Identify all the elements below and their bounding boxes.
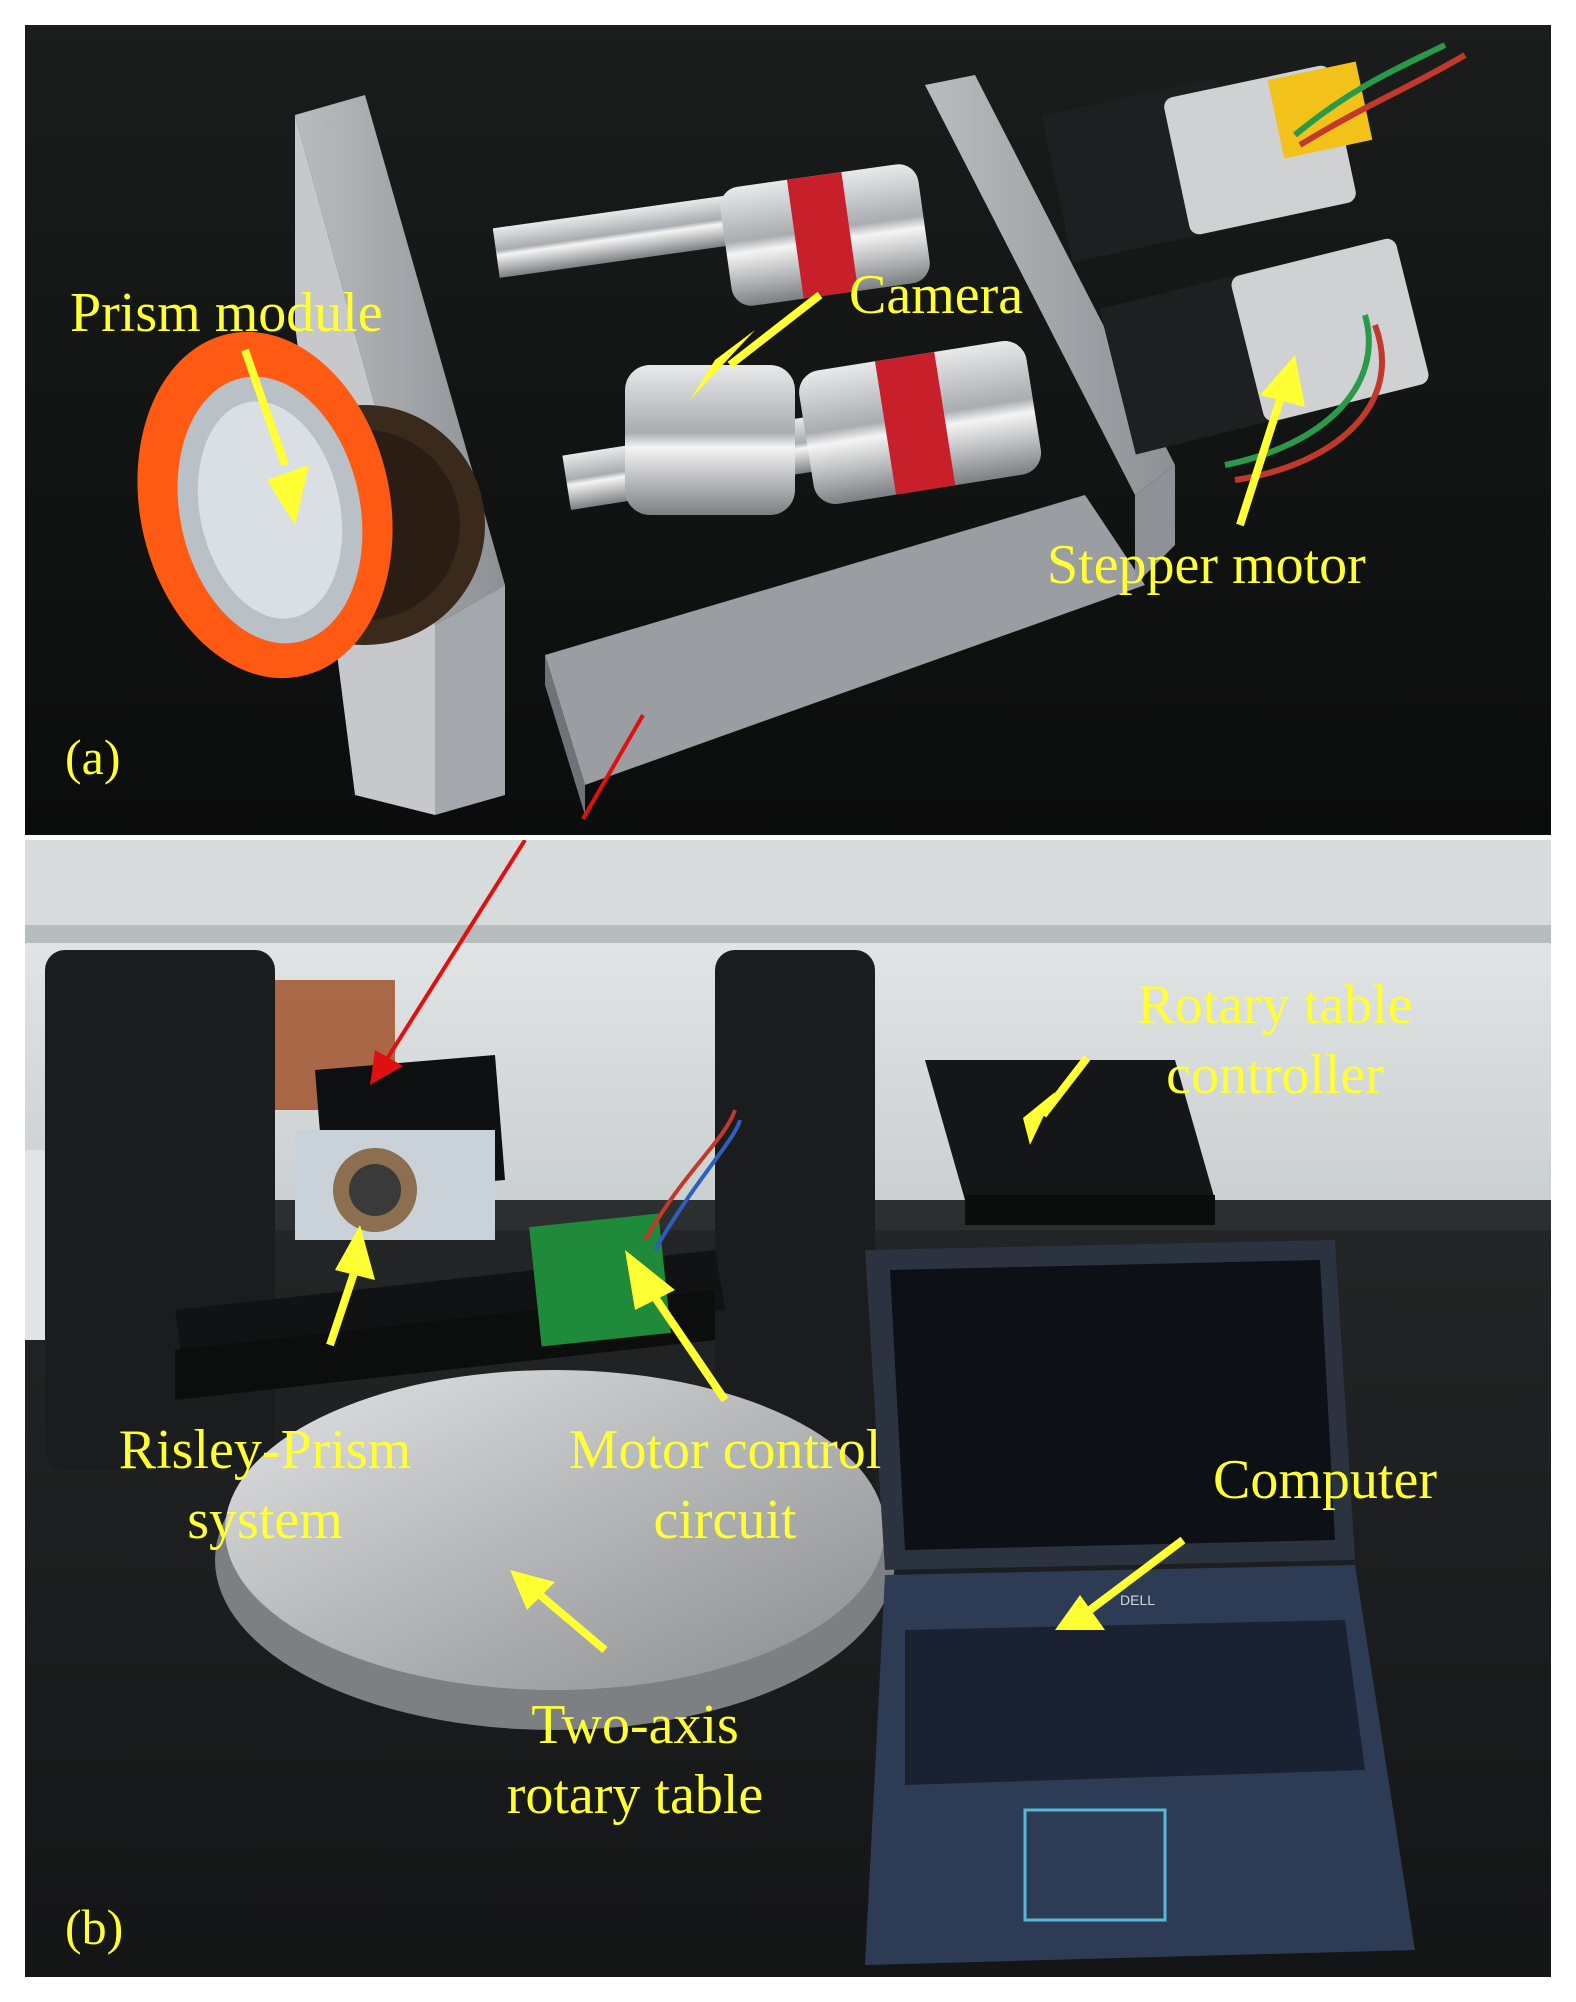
panel-a-photo: Prism module Camera Stepper motor (a) — [25, 25, 1551, 835]
stepper-motor-label: Stepper motor — [1047, 534, 1366, 596]
risley-prism-system-label-line2: system — [187, 1489, 343, 1551]
computer-label: Computer — [1213, 1449, 1437, 1511]
risley-prism-system-label-line1: Risley-Prism — [118, 1419, 412, 1481]
laptop-brand-logo: DELL — [1120, 1592, 1155, 1608]
prism-assembly-photo — [25, 25, 1551, 835]
panel-b-photo: DELL Rotary table controller Risley-Pris… — [25, 840, 1551, 1977]
two-axis-rotary-table-label-line1: Two-axis — [531, 1694, 739, 1756]
test-setup-photo: DELL — [25, 840, 1551, 1977]
rotary-table-controller-label-line2: controller — [1166, 1044, 1384, 1106]
camera-label: Camera — [849, 264, 1024, 326]
panel-a-tag: (a) — [65, 729, 121, 785]
prism-module-label: Prism module — [70, 282, 383, 344]
motor-control-circuit-label-line2: circuit — [653, 1489, 797, 1551]
motor-control-circuit-label-line1: Motor control — [568, 1419, 882, 1481]
rotary-table-controller-label-line1: Rotary table — [1137, 974, 1413, 1036]
two-axis-rotary-table-label-line2: rotary table — [506, 1764, 764, 1826]
panel-b-tag: (b) — [65, 1899, 124, 1955]
